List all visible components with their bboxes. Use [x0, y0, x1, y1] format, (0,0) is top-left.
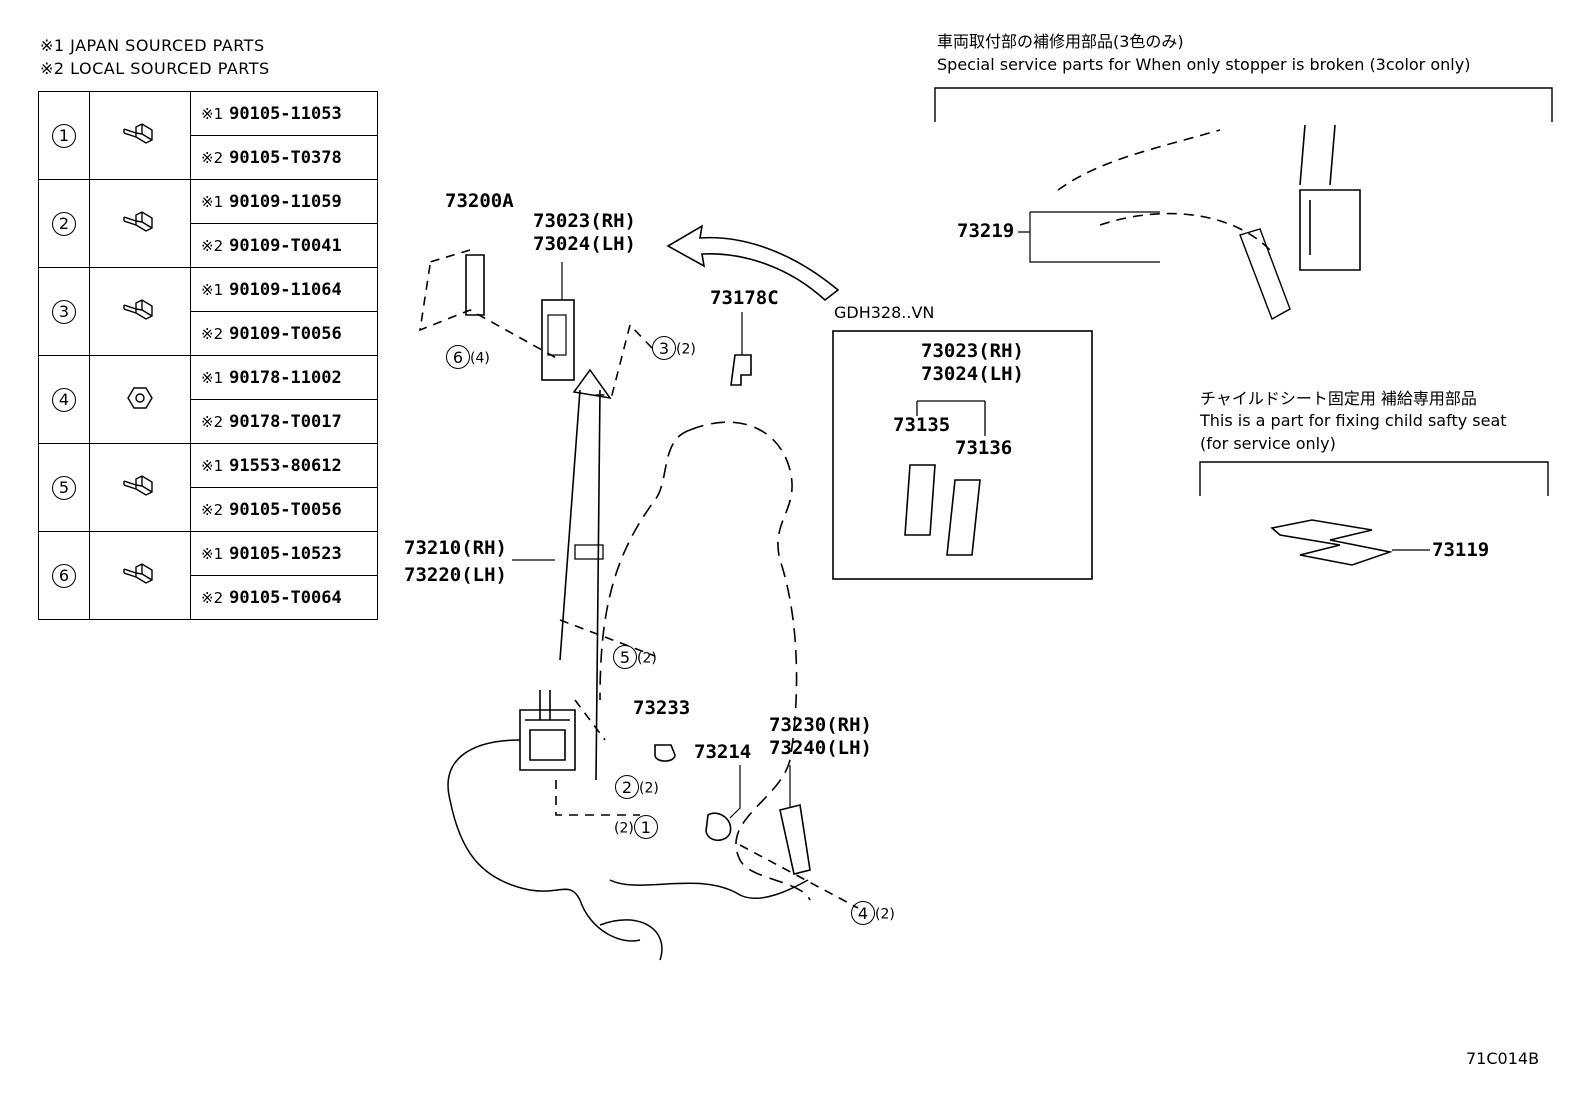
fastener-number: 6	[38, 531, 90, 620]
service-title-en: Special service parts for When only stop…	[937, 55, 1471, 74]
callout-3: 3(2)	[652, 336, 696, 360]
label-buckle-lh: 73240(LH)	[769, 737, 872, 759]
part-73233	[654, 744, 676, 762]
buckle-part	[779, 804, 811, 875]
label-cover-lh: 73024(LH)	[533, 233, 636, 255]
bolt-icon	[123, 474, 153, 496]
label-inset-cover-lh: 73024(LH)	[921, 363, 1024, 385]
direction-arrow	[666, 224, 840, 302]
belt-webbing	[559, 389, 601, 781]
fastener-number: 3	[38, 267, 90, 356]
label-73219: 73219	[957, 220, 1015, 242]
label-inset-cover-rh: 73023(RH)	[921, 340, 1024, 362]
diagram-code: 71C014B	[1466, 1049, 1540, 1068]
callout-4: 4(2)	[851, 901, 895, 925]
fastener-number: 2	[38, 179, 90, 268]
callout-6: 6(4)	[446, 345, 490, 369]
fastener-number: 4	[38, 355, 90, 444]
callout-1: (2)1	[614, 815, 658, 839]
child-title-jp: チャイルドシート固定用 補給専用部品	[1200, 389, 1477, 408]
label-73200a: 73200A	[445, 190, 514, 212]
label-belt-rh: 73210(RH)	[404, 537, 507, 559]
child-line1: This is a part for fixing child safty se…	[1200, 411, 1507, 430]
callout-5: 5(2)	[613, 645, 657, 669]
label-belt-lh: 73220(LH)	[404, 564, 507, 586]
seat-cushion	[447, 739, 641, 942]
label-73214: 73214	[694, 741, 752, 763]
seat-outline	[599, 421, 811, 901]
label-73233: 73233	[633, 697, 691, 719]
label-73119: 73119	[1432, 539, 1490, 561]
wire-harness	[599, 879, 809, 961]
fastener-image	[89, 443, 191, 532]
fastener-image	[89, 267, 191, 356]
bolt-icon	[123, 562, 153, 584]
model-code: GDH328..VN	[834, 303, 935, 322]
retractor	[519, 709, 576, 771]
anchor-part	[465, 254, 485, 316]
clip-part	[730, 354, 752, 386]
bolt-icon	[123, 122, 153, 144]
label-73136: 73136	[955, 437, 1013, 459]
child-line2: (for service only)	[1200, 434, 1336, 453]
bolt-icon	[123, 210, 153, 232]
service-title-jp: 車両取付部の補修用部品(3色のみ)	[937, 32, 1184, 51]
local-sourced-note: ※2 LOCAL SOURCED PARTS	[40, 59, 270, 78]
fastener-number: 1	[38, 91, 90, 180]
stopper-bracket	[1018, 211, 1160, 263]
callout-2: 2(2)	[615, 775, 659, 799]
cover-part	[541, 299, 575, 381]
bolt-icon	[123, 298, 153, 320]
label-buckle-rh: 73230(RH)	[769, 714, 872, 736]
label-73135: 73135	[893, 414, 951, 436]
part-73214	[705, 812, 732, 842]
label-73178c: 73178C	[710, 287, 779, 309]
fastener-image	[89, 179, 191, 268]
inset-box	[832, 330, 1093, 580]
japan-sourced-note: ※1 JAPAN SOURCED PARTS	[40, 36, 265, 55]
fastener-image	[89, 355, 191, 444]
plate-part	[1270, 519, 1393, 566]
label-cover-rh: 73023(RH)	[533, 210, 636, 232]
nut-icon	[127, 386, 153, 409]
